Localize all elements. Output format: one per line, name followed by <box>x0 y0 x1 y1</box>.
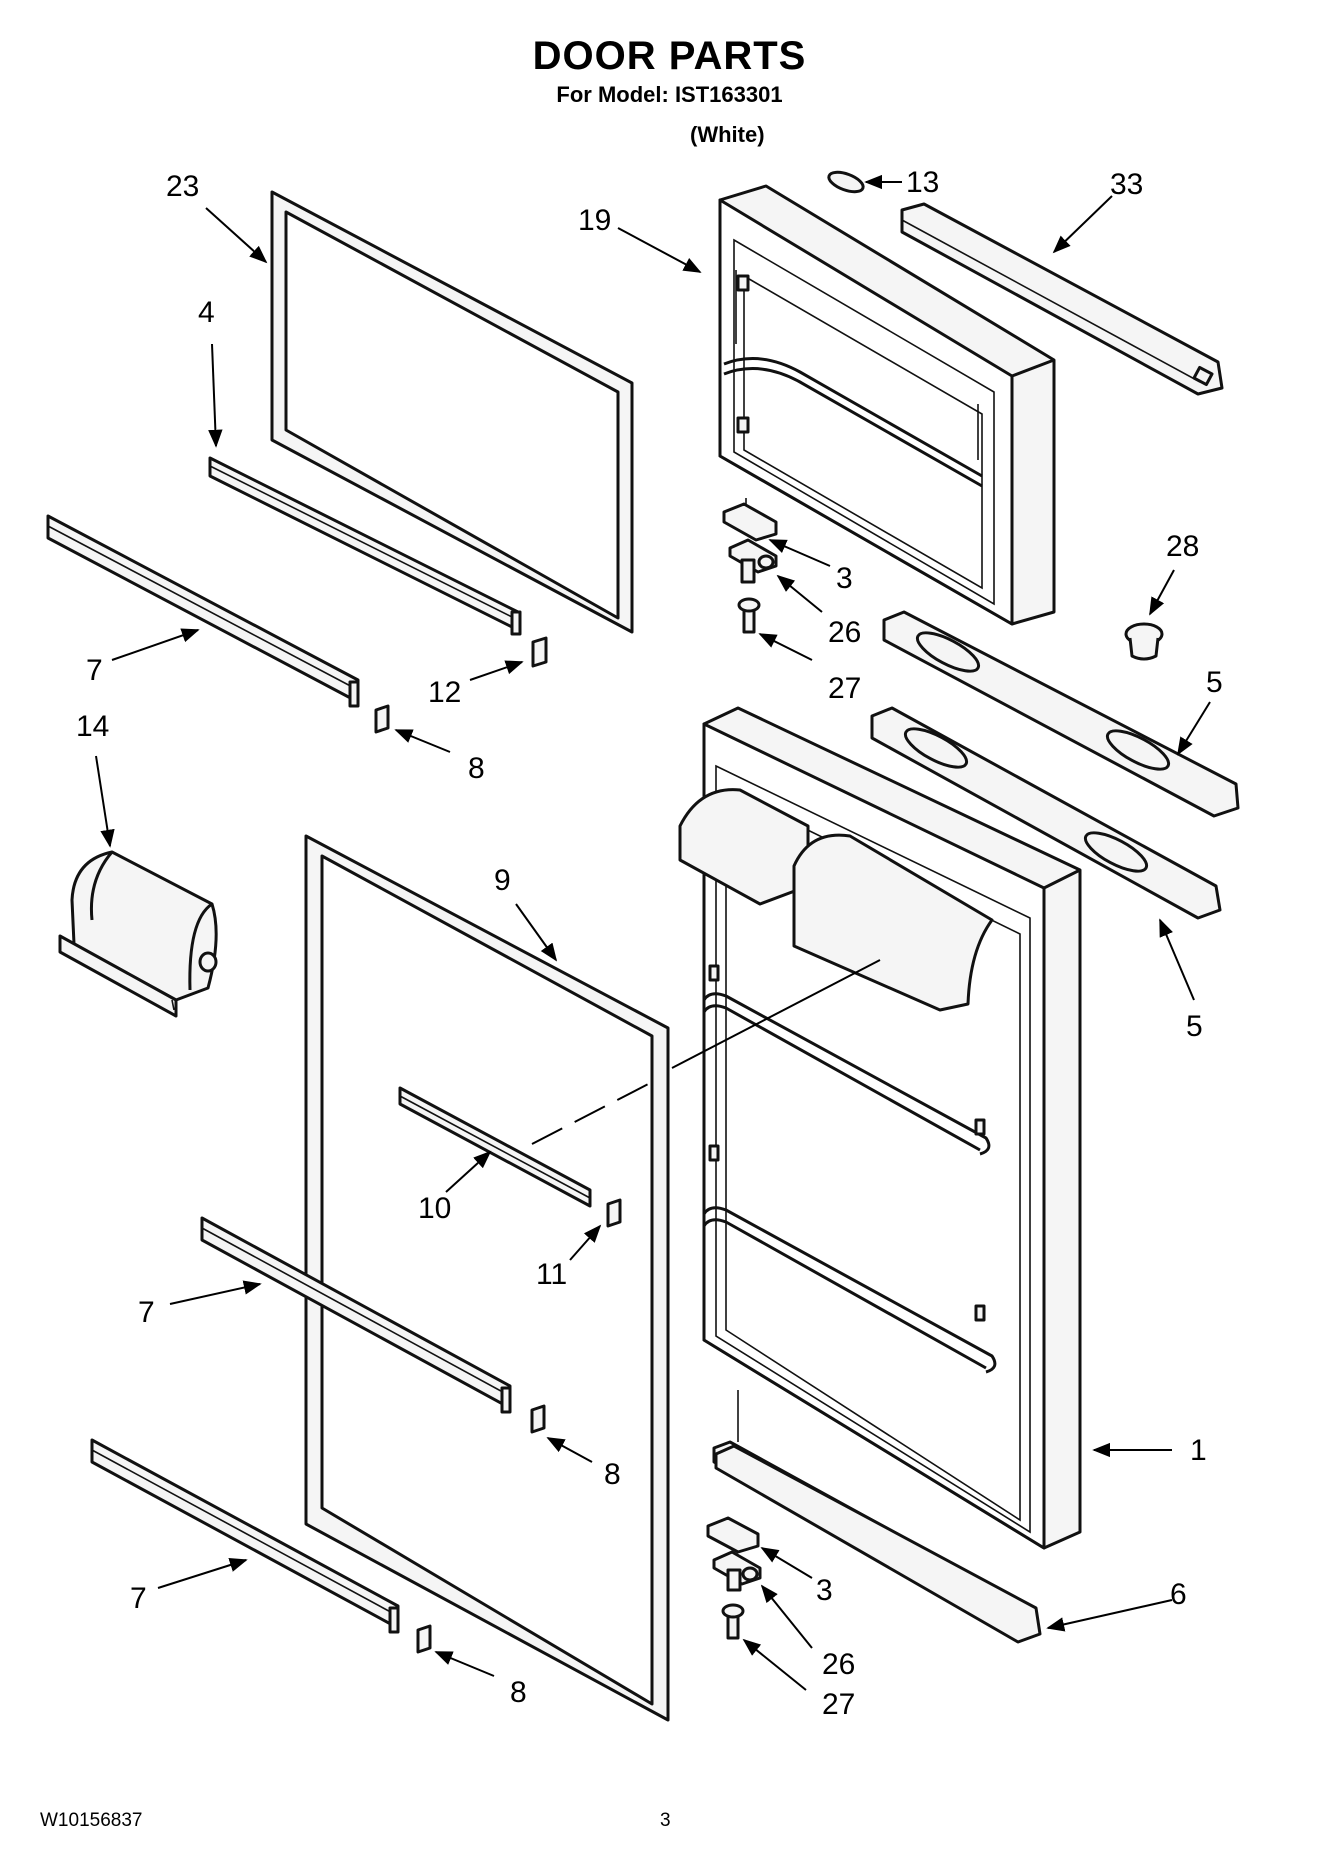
callout-23: 23 <box>166 170 199 203</box>
clip-11 <box>606 1198 622 1228</box>
callout-4: 4 <box>198 296 215 329</box>
callout-14: 14 <box>76 710 109 743</box>
freezer-door <box>718 184 1056 626</box>
door-trim-strip-lower <box>90 1438 400 1634</box>
callout-8-upper: 8 <box>468 752 485 785</box>
callout-13: 13 <box>906 166 939 199</box>
callout-19: 19 <box>578 204 611 237</box>
callout-8-middle: 8 <box>604 1458 621 1491</box>
clip-12 <box>531 636 548 668</box>
callout-7-lower: 7 <box>130 1582 147 1615</box>
freezer-trim-strip <box>208 456 522 636</box>
callout-3-upper: 3 <box>836 562 853 595</box>
callout-10: 10 <box>418 1192 451 1225</box>
door-trim-strip-middle <box>200 1216 512 1414</box>
document-number: W10156837 <box>40 1810 143 1831</box>
fresh-food-door-gasket <box>304 834 670 1722</box>
callout-3-lower: 3 <box>816 1574 833 1607</box>
lower-hinge-assembly <box>706 1516 762 1640</box>
model-line: For Model: IST163301 <box>556 82 783 107</box>
cap-13 <box>827 170 865 194</box>
callout-33: 33 <box>1110 168 1143 201</box>
callout-26-upper: 26 <box>828 616 861 649</box>
callout-12: 12 <box>428 676 461 709</box>
inner-trim-strip <box>398 1086 592 1208</box>
clip-8-lower <box>416 1624 432 1654</box>
door-trim-strip-upper <box>46 514 360 708</box>
door-handle-upper <box>882 610 1240 818</box>
callout-9: 9 <box>494 864 511 897</box>
dairy-door <box>58 850 218 1018</box>
callout-28: 28 <box>1166 530 1199 563</box>
callout-27-upper: 27 <box>828 672 861 705</box>
leader-lines <box>95 174 1211 1691</box>
clip-8-middle <box>530 1404 546 1434</box>
top-trim-33 <box>900 202 1224 396</box>
color-variant: (White) <box>690 122 765 147</box>
callout-7-middle: 7 <box>138 1296 155 1329</box>
clip-8-upper <box>374 704 390 734</box>
page-number: 3 <box>660 1810 671 1831</box>
page-title: DOOR PARTS <box>532 34 807 78</box>
callout-26-lower: 26 <box>822 1648 855 1681</box>
fresh-food-door <box>678 706 1082 1638</box>
callout-1: 1 <box>1190 1434 1207 1467</box>
callout-6: 6 <box>1170 1578 1187 1611</box>
callout-5-upper: 5 <box>1206 666 1223 699</box>
bottom-trim-6 <box>714 1444 1042 1644</box>
callout-7-upper: 7 <box>86 654 103 687</box>
door-handle-lower <box>870 706 1222 920</box>
callout-labels: 23 4 7 12 8 14 9 10 11 7 8 7 8 19 13 33 … <box>76 166 1223 1721</box>
callout-8-lower: 8 <box>510 1676 527 1709</box>
freezer-door-gasket <box>270 190 634 634</box>
callout-5-lower: 5 <box>1186 1010 1203 1043</box>
callout-27-lower: 27 <box>822 1688 855 1721</box>
callout-11: 11 <box>536 1258 567 1291</box>
upper-hinge-assembly <box>722 498 778 634</box>
plug-button-28 <box>1124 622 1164 661</box>
